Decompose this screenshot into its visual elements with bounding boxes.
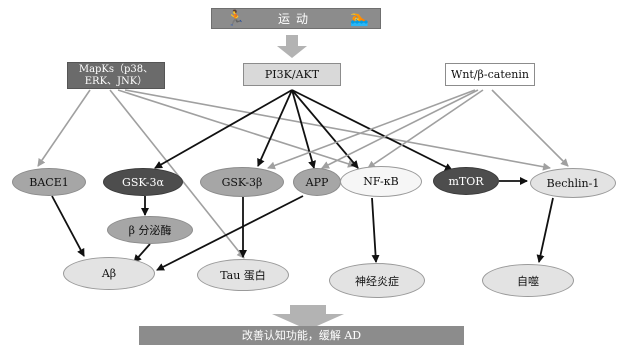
gsk3b-label: GSK-3β	[221, 175, 263, 189]
beclin-label: Bechlin-1	[546, 176, 600, 190]
gsk3b-node: GSK-3β	[200, 167, 284, 197]
wnt-box: Wnt/β-catenin	[445, 63, 535, 86]
swimming-person-icon: 🏊	[350, 9, 369, 27]
pi3k-akt-box: PI3K/AKT	[243, 63, 341, 86]
mtor-node: mTOR	[433, 167, 499, 195]
down-block-arrow-bottom	[272, 305, 344, 330]
running-person-icon: 🏃	[226, 9, 245, 27]
abeta-node: Aβ	[63, 257, 155, 290]
exercise-label: 运动	[277, 11, 314, 26]
gsk3a-node: GSK-3α	[103, 168, 183, 196]
app-label: APP	[305, 175, 329, 189]
pi3k-akt-label: PI3K/AKT	[264, 67, 320, 81]
beta-secretase-label: β 分泌酶	[128, 224, 172, 237]
outcome-bar: 改善认知功能，缓解 AD	[139, 326, 464, 345]
edge-wnt-beclin	[491, 89, 569, 167]
edge-nfkb-inflammation	[371, 197, 380, 263]
edge-pi3k-gsk3a	[154, 89, 293, 169]
edge-beclin-autophagy	[536, 197, 554, 263]
beclin-node: Bechlin-1	[530, 168, 616, 198]
beta-secretase-node: β 分泌酶	[107, 216, 193, 244]
edge-mapks-bace1	[37, 89, 91, 167]
edge-wnt-app	[321, 89, 479, 169]
edge-app-abeta	[156, 195, 304, 271]
wnt-label: Wnt/β-catenin	[451, 67, 529, 81]
autophagy-node: 自噬	[482, 264, 574, 297]
mapks-box: MapKs（p38、ERK、JNK）	[67, 62, 165, 89]
tau-label: Tau 蛋白	[220, 269, 266, 282]
edge-pi3k-app	[291, 89, 316, 169]
gsk3a-label: GSK-3α	[122, 175, 164, 189]
edge-pi3k-gsk3b	[257, 89, 293, 167]
tau-node: Tau 蛋白	[197, 259, 289, 291]
autophagy-label: 自噬	[517, 274, 539, 288]
edge-wnt-gsk3b	[267, 89, 476, 170]
nfkb-node: NF-κB	[340, 166, 422, 197]
edge-wnt-nfkb	[367, 89, 484, 169]
mtor-label: mTOR	[448, 174, 484, 188]
edge-mapks-beclin	[124, 89, 551, 171]
outcome-label: 改善认知功能，缓解 AD	[241, 328, 362, 342]
bace1-node: BACE1	[12, 168, 86, 196]
mapks-label: MapKs（p38、ERK、JNK）	[78, 63, 154, 87]
down-block-arrow-top	[277, 35, 307, 58]
edge-secretase-abeta	[133, 243, 151, 263]
abeta-label: Aβ	[101, 267, 117, 280]
edge-pi3k-mtor	[291, 89, 453, 171]
exercise-bar: 运动	[211, 8, 381, 29]
neuroinflammation-label: 神经炎症	[355, 274, 399, 288]
neuroinflammation-node: 神经炎症	[329, 263, 425, 298]
app-node: APP	[293, 168, 341, 196]
nfkb-label: NF-κB	[363, 175, 399, 188]
edge-bace1-abeta	[51, 195, 85, 257]
bace1-label: BACE1	[29, 175, 69, 189]
edge-mapks-nfkb	[117, 89, 356, 168]
